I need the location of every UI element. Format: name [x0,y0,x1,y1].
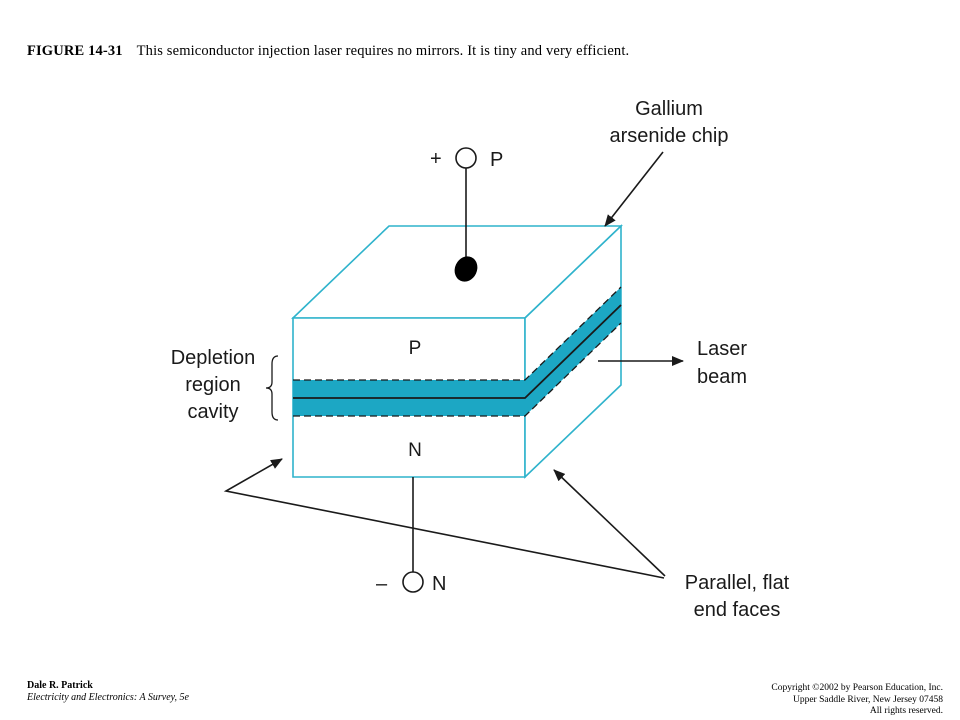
chip-arrow [604,151,664,227]
figure-caption: FIGURE 14-31 This semiconductor injection… [27,43,629,60]
footer-attribution: Dale R. Patrick Electricity and Electron… [27,680,189,704]
top-terminal-label: P [490,149,503,171]
depletion-callout: Depletion region cavity [171,347,279,423]
copyright-line2: Upper Saddle River, New Jersey 07458 [792,694,943,705]
laser-label-line1: Laser [697,338,747,360]
depletion-layer [293,286,622,417]
laser-beam-callout: Laser beam [598,338,747,388]
faces-label-line2: end faces [694,599,781,621]
faces-label-line1: Parallel, flat [685,572,790,594]
faces-arrow-right [553,469,666,577]
top-terminal: + P [430,147,503,282]
footer-book-title: Electricity and Electronics: A Survey, 5… [27,692,189,703]
bottom-terminal-label: N [432,573,446,595]
depletion-lower-edge [293,322,622,417]
p-region-label: P [409,338,422,359]
chip-callout: Gallium arsenide chip [604,98,729,227]
end-faces-callout: Parallel, flat end faces [223,458,790,621]
caption-text: This semiconductor injection laser requi… [136,43,630,59]
junction-line [293,304,622,399]
figure-number: FIGURE 14-31 [27,43,123,59]
laser-label-line2: beam [697,366,747,388]
chip-label-line2: arsenide chip [610,125,729,147]
footer-author: Dale R. Patrick [27,680,93,691]
depletion-label-line1: Depletion [171,347,256,369]
copyright-line3: All rights reserved. [869,706,943,716]
bottom-terminal-circle [402,571,424,593]
top-terminal-circle [455,147,477,169]
faces-arrow-left [223,458,665,579]
depletion-brace [265,355,279,421]
bottom-terminal-polarity: – [376,573,388,595]
top-contact-dot [454,256,478,282]
top-terminal-polarity: + [430,148,442,170]
depletion-upper-edge [293,286,622,381]
bottom-terminal: – N [376,477,446,595]
copyright-line1: Copyright ©2002 by Pearson Education, In… [771,683,943,693]
chip-label-line1: Gallium [635,98,703,120]
footer-copyright: Copyright ©2002 by Pearson Education, In… [771,683,943,718]
depletion-label-line2: region [185,374,241,396]
n-region-label: N [408,440,422,461]
depletion-label-line3: cavity [187,401,238,423]
